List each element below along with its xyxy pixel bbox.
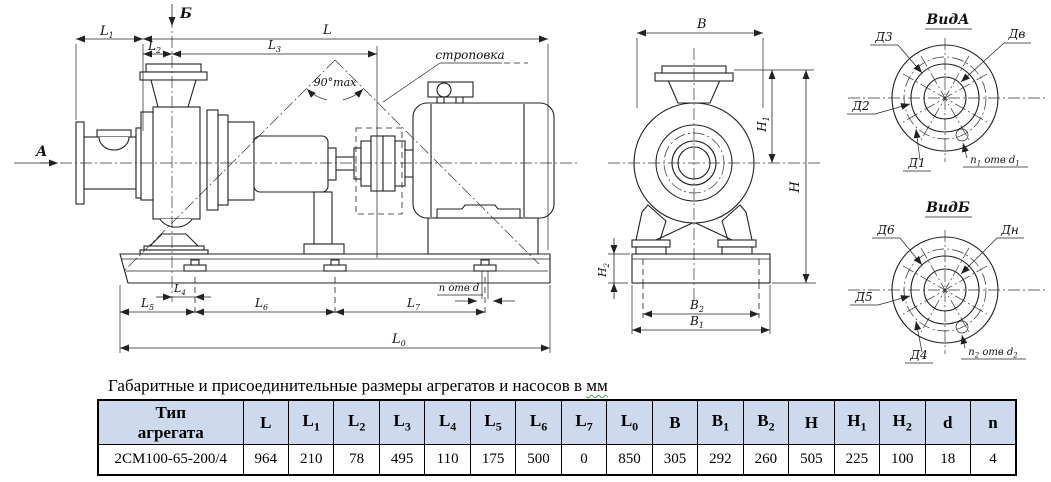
technical-drawing: А Б 90°max строповка L1 L L2 L3 L4 L5 L6… (14, 4, 1045, 364)
cell-h: 505 (788, 444, 835, 476)
cell-b2: 260 (742, 444, 790, 476)
col-header-l4: L4 (424, 399, 471, 445)
dim-B1: B1 (689, 314, 704, 330)
bolt-hole (955, 320, 969, 334)
dim-L0: L0 (391, 332, 406, 348)
dim-L: L (322, 23, 332, 38)
cell-l6: 500 (515, 444, 562, 476)
cell-l0: 850 (606, 444, 653, 476)
cell-n: 4 (970, 444, 1017, 476)
angle-note: 90°max (314, 76, 357, 89)
view-b-holes-note: n2 отв d2 (968, 347, 1018, 360)
col-header-b2: B2 (742, 399, 790, 445)
dim-H1: H1 (755, 116, 771, 133)
cell-l4: 110 (424, 444, 471, 476)
caption-unit: мм (586, 376, 608, 395)
dim-B2: B2 (689, 298, 704, 314)
cell-l5: 175 (469, 444, 517, 476)
base-holes-note: n отв d (439, 283, 480, 294)
caption-text: Габаритные и присоединительные размеры а… (108, 376, 587, 395)
view-a-holes-note: n1 отв d1 (970, 155, 1019, 168)
label-d1: Д1 (907, 156, 925, 170)
dim-L5: L5 (140, 296, 154, 312)
pump-side-view (40, 16, 580, 302)
flange-view-b: ВидБ Д6 Дн Д5 Д4 n2 отв d2 (848, 200, 1045, 364)
cell-l: 964 (242, 444, 289, 476)
side-view-dimensions: L1 L L2 L3 L4 L5 L6 L7 L0 n отв d (75, 23, 551, 353)
dim-L6: L6 (254, 296, 268, 312)
cell-l1: 210 (287, 444, 335, 476)
label-dv: Дв (1008, 27, 1026, 41)
col-header-b: B (651, 399, 699, 445)
label-dn: Дн (1000, 223, 1019, 237)
col-header-l2: L2 (333, 399, 380, 445)
pump-front-view (608, 48, 822, 302)
cell-h2: 100 (879, 444, 926, 476)
cell-d: 18 (924, 444, 972, 476)
col-header-l3: L3 (378, 399, 426, 445)
col-header-d: d (924, 399, 972, 445)
motor (412, 81, 555, 255)
col-header-l7: L7 (560, 399, 608, 445)
dim-L2: L2 (147, 39, 161, 55)
col-header-b1: B1 (697, 399, 744, 445)
cell-h1: 225 (833, 444, 881, 476)
label-d5: Д5 (854, 290, 872, 304)
sling-line-left (122, 59, 336, 273)
flange-view-a: ВидА Д3 Дв Д2 Д1 n1 отв d1 (847, 12, 1045, 172)
dim-L4: L4 (173, 282, 186, 297)
col-header-n: n (970, 399, 1017, 445)
coupling-guard-outline (355, 127, 403, 215)
col-header-l5: L5 (469, 399, 517, 445)
sling-note: строповка (435, 48, 504, 62)
col-header-l: L (242, 399, 289, 445)
view-a-title: ВидА (925, 12, 969, 28)
cell-b1: 292 (697, 444, 744, 476)
col-header-l6: L6 (515, 399, 562, 445)
dim-H2: H2 (596, 262, 611, 278)
cell-l7: 0 (560, 444, 608, 476)
cell-l3: 495 (378, 444, 426, 476)
foundation-bolt (183, 259, 497, 299)
lifting-eye-icon (436, 82, 452, 98)
label-d2: Д2 (851, 99, 869, 113)
dim-L3: L3 (267, 38, 281, 54)
col-header-type: Тип агрегата (97, 399, 244, 445)
view-arrow-b-label: Б (179, 6, 192, 22)
col-header-h2: H2 (879, 399, 926, 445)
table-caption: Габаритные и присоединительные размеры а… (108, 376, 1008, 396)
cell-type: 2СМ100-65-200/4 (97, 444, 244, 476)
col-header-h1: H1 (833, 399, 881, 445)
sling-line-right (334, 59, 540, 265)
cell-b: 305 (651, 444, 699, 476)
dim-L7: L7 (406, 296, 421, 312)
view-b-title: ВидБ (925, 200, 970, 216)
label-d3: Д3 (874, 30, 893, 44)
view-arrow-a-label: А (35, 144, 47, 160)
col-header-h: H (788, 399, 835, 445)
col-header-l1: L1 (287, 399, 335, 445)
dim-L1: L1 (99, 24, 114, 40)
bolt-hole (955, 128, 969, 142)
label-d4: Д4 (909, 348, 927, 362)
front-view-dimensions: B H1 H H2 B2 B1 (596, 17, 816, 334)
col-header-l0: L0 (606, 399, 653, 445)
cell-l2: 78 (333, 444, 380, 476)
dim-B: B (696, 17, 707, 32)
label-d6: Д6 (876, 223, 895, 237)
dim-H: H (788, 181, 803, 194)
